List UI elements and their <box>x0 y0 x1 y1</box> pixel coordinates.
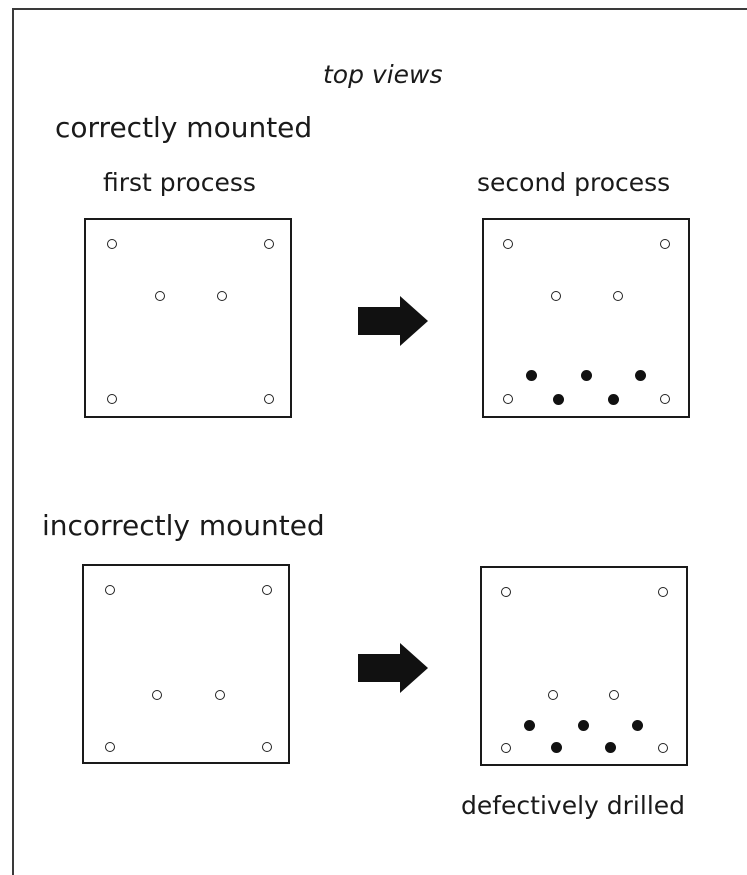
hole-center-right <box>613 291 623 301</box>
first-process-label: first process <box>103 168 256 197</box>
drilled-hole <box>632 720 643 731</box>
hole-corner-bottom-right <box>264 394 274 404</box>
drilled-hole <box>524 720 535 731</box>
drilled-hole <box>526 370 537 381</box>
incorrect-heading: incorrectly mounted <box>42 509 325 542</box>
hole-corner-bottom-right <box>660 394 670 404</box>
figure-title: top views <box>323 60 443 89</box>
defective-label: defectively drilled <box>461 791 686 820</box>
drilled-hole <box>581 370 592 381</box>
hole-center-right <box>215 690 225 700</box>
drilled-hole <box>605 742 616 753</box>
hole-center-left <box>548 690 558 700</box>
hole-center-left <box>155 291 165 301</box>
drilled-hole <box>578 720 589 731</box>
hole-corner-top-right <box>660 239 670 249</box>
panel-correct-second <box>482 218 690 418</box>
hole-corner-top-left <box>105 585 115 595</box>
hole-corner-bottom-left <box>105 742 115 752</box>
hole-center-left <box>152 690 162 700</box>
panel-correct-first <box>84 218 292 418</box>
hole-corner-bottom-left <box>107 394 117 404</box>
hole-corner-bottom-left <box>503 394 513 404</box>
drilled-hole <box>635 370 646 381</box>
hole-corner-bottom-right <box>658 743 668 753</box>
right-arrow-icon <box>358 296 428 346</box>
hole-corner-top-right <box>262 585 272 595</box>
hole-corner-top-right <box>658 587 668 597</box>
hole-center-left <box>551 291 561 301</box>
panel-incorrect-first <box>82 564 290 764</box>
hole-corner-bottom-left <box>501 743 511 753</box>
drilled-hole <box>608 394 619 405</box>
second-process-label: second process <box>477 168 671 197</box>
hole-corner-top-left <box>503 239 513 249</box>
drilled-hole <box>553 394 564 405</box>
hole-center-right <box>609 690 619 700</box>
hole-corner-top-left <box>107 239 117 249</box>
correct-heading: correctly mounted <box>55 111 313 144</box>
panel-incorrect-second <box>480 566 688 766</box>
drilled-hole <box>551 742 562 753</box>
right-arrow-icon <box>358 643 428 693</box>
hole-corner-top-right <box>264 239 274 249</box>
figure-frame <box>12 8 747 875</box>
hole-corner-top-left <box>501 587 511 597</box>
hole-center-right <box>217 291 227 301</box>
hole-corner-bottom-right <box>262 742 272 752</box>
